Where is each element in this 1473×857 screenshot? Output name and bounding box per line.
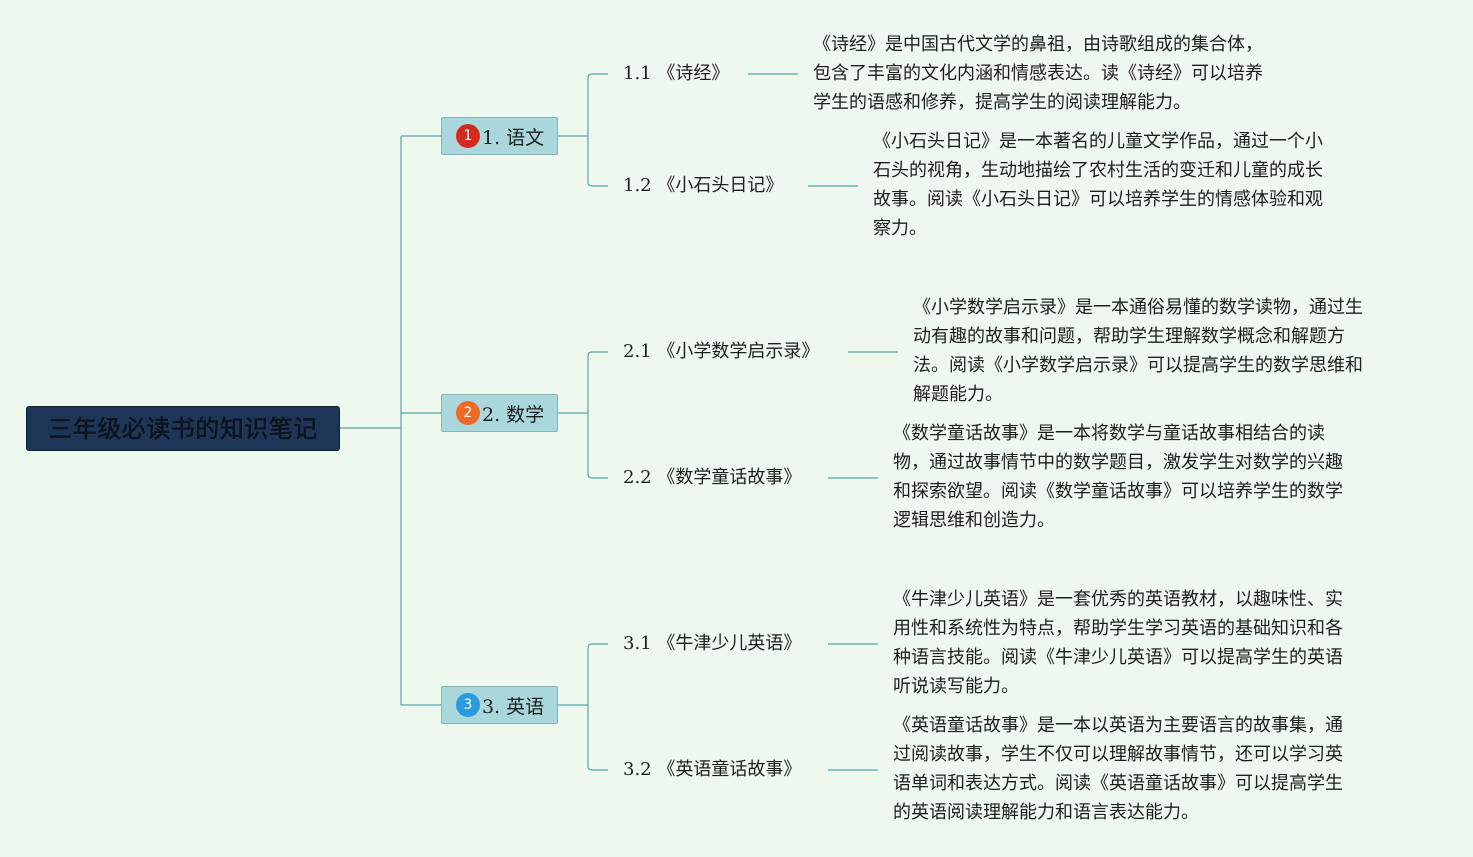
note-line: 物，通过故事情节中的数学题目，激发学生对数学的兴趣	[893, 452, 1343, 473]
priority-badge-icon: 1	[456, 124, 480, 148]
leaf-bracket	[587, 643, 608, 771]
subtopic-label[interactable]: 3.1 《牛津少儿英语》	[623, 633, 802, 654]
note-line: 学生的语感和修养，提高学生的阅读理解能力。	[813, 92, 1191, 113]
note-line: 包含了丰富的文化内涵和情感表达。读《诗经》可以培养	[813, 63, 1263, 84]
note-line: 解题能力。	[913, 384, 1003, 405]
note-line: 的英语阅读理解能力和语言表达能力。	[893, 802, 1199, 823]
note-line: 《诗经》是中国古代文学的鼻祖，由诗歌组成的集合体，	[813, 34, 1263, 55]
note-line: 种语言技能。阅读《牛津少儿英语》可以提高学生的英语	[893, 647, 1343, 668]
subtopic-note: 《英语童话故事》是一本以英语为主要语言的故事集，通过阅读故事，学生不仅可以理解故…	[893, 711, 1343, 827]
note-line: 过阅读故事，学生不仅可以理解故事情节，还可以学习英	[893, 744, 1343, 765]
priority-badge-icon: 2	[456, 401, 480, 425]
note-line: 石头的视角，生动地描绘了农村生活的变迁和儿童的成长	[873, 160, 1323, 181]
note-line: 动有趣的故事和问题，帮助学生理解数学概念和解题方	[913, 326, 1345, 347]
note-line: 《英语童话故事》是一本以英语为主要语言的故事集，通	[893, 715, 1343, 736]
branch-label: 3. 英语	[482, 695, 545, 718]
subtopic-label[interactable]: 2.2 《数学童话故事》	[623, 467, 802, 488]
note-line: 和探索欲望。阅读《数学童话故事》可以培养学生的数学	[893, 481, 1343, 502]
leaf-bracket	[587, 351, 608, 479]
leaf-bracket	[587, 73, 608, 187]
subtopic-label[interactable]: 2.1 《小学数学启示录》	[623, 341, 820, 362]
note-line: 察力。	[873, 218, 927, 239]
subtopic-note: 《诗经》是中国古代文学的鼻祖，由诗歌组成的集合体， 包含了丰富的文化内涵和情感表达…	[813, 30, 1263, 117]
branch-label: 1. 语文	[482, 126, 545, 149]
subtopic-label[interactable]: 1.2 《小石头日记》	[623, 175, 784, 196]
note-line: 语单词和表达方式。阅读《英语童话故事》可以提高学生	[893, 773, 1343, 794]
note-line: 《牛津少儿英语》是一套优秀的英语教材，以趣味性、实	[893, 589, 1343, 610]
subtopic-note: 《小学数学启示录》是一本通俗易懂的数学读物，通过生动有趣的故事和问题，帮助学生理…	[913, 293, 1363, 409]
note-line: 故事。阅读《小石头日记》可以培养学生的情感体验和观	[873, 189, 1323, 210]
subtopic-note: 《牛津少儿英语》是一套优秀的英语教材，以趣味性、实用性和系统性为特点，帮助学生学…	[893, 585, 1343, 701]
root-topic[interactable]: 三年级必读书的知识笔记	[26, 406, 340, 451]
subtopic-note: 《数学童话故事》是一本将数学与童话故事相结合的读物，通过故事情节中的数学题目，激…	[893, 419, 1343, 535]
note-line: 《小石头日记》是一本著名的儿童文学作品，通过一个小	[873, 131, 1323, 152]
note-line: 《数学童话故事》是一本将数学与童话故事相结合的读	[893, 423, 1325, 444]
subtopic-label[interactable]: 3.2 《英语童话故事》	[623, 759, 802, 780]
root-title: 三年级必读书的知识笔记	[48, 415, 318, 443]
subtopic-label[interactable]: 1.1 《诗经》	[623, 63, 730, 84]
note-line: 用性和系统性为特点，帮助学生学习英语的基础知识和各	[893, 618, 1343, 639]
priority-badge-icon: 3	[456, 693, 480, 717]
note-line: 法。阅读《小学数学启示录》可以提高学生的数学思维和	[913, 355, 1363, 376]
subtopic-note: 《小石头日记》是一本著名的儿童文学作品，通过一个小石头的视角，生动地描绘了农村生…	[873, 127, 1323, 243]
branch-label: 2. 数学	[482, 403, 545, 426]
note-line: 逻辑思维和创造力。	[893, 510, 1055, 531]
note-line: 《小学数学启示录》是一本通俗易懂的数学读物，通过生	[913, 297, 1363, 318]
note-line: 听说读写能力。	[893, 676, 1019, 697]
